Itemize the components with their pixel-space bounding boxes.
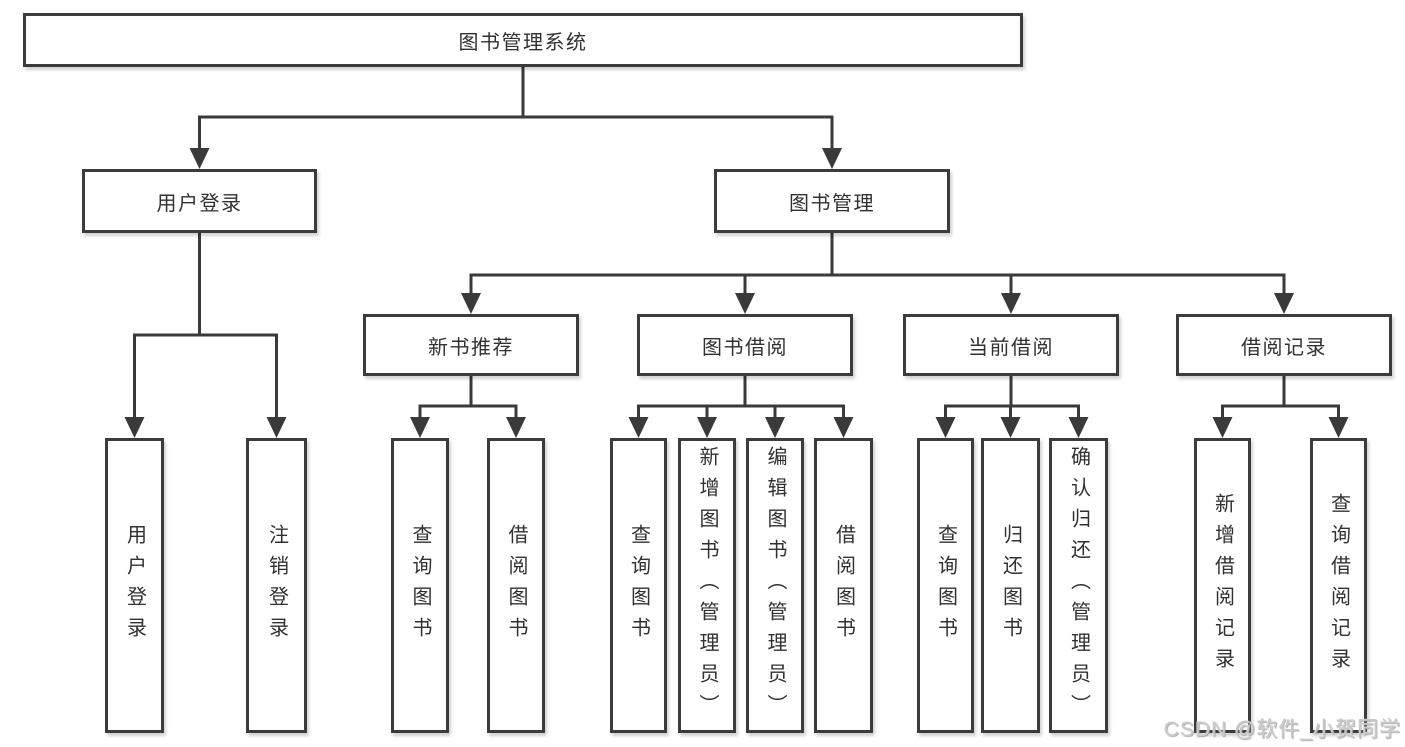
leaf-current-query-book: 查询图书 [917, 438, 974, 733]
node-label: 归还图书 [999, 523, 1022, 648]
leaf-confirm-return-admin: 确认归还（管理员） [1049, 438, 1108, 733]
leaf-borrow-book: 借阅图书 [814, 438, 873, 733]
leaf-logout: 注销登录 [246, 438, 307, 733]
leaf-return-book: 归还图书 [981, 438, 1040, 733]
node-label: 新增借阅记录 [1211, 492, 1234, 679]
node-label: 图书管理系统 [458, 31, 588, 54]
node-label: 查询图书 [409, 523, 431, 648]
node-label: 图书借阅 [702, 336, 788, 359]
node-label: 确认归还（管理员） [1067, 446, 1090, 725]
connector-records-to-leaves [1221, 376, 1340, 422]
node-book-management: 图书管理 [714, 169, 950, 233]
node-user-login: 用户登录 [82, 169, 317, 233]
node-label: 借阅图书 [832, 523, 855, 648]
leaf-edit-book-admin: 编辑图书（管理员） [746, 438, 804, 733]
node-label: 注销登录 [265, 523, 288, 648]
node-borrowing-records: 借阅记录 [1176, 314, 1392, 376]
node-label: 借阅记录 [1241, 336, 1327, 359]
csdn-watermark: CSDN @软件_小贺同学 [1163, 718, 1401, 741]
node-new-book-recommend: 新书推荐 [363, 314, 579, 376]
connector-bookmgmt-to-level3 [469, 233, 1286, 298]
arrowhead-icons [124, 148, 1349, 438]
leaf-user-login: 用户登录 [105, 438, 164, 733]
leaf-add-book-admin: 新增图书（管理员） [678, 438, 736, 733]
leaf-add-borrow-record: 新增借阅记录 [1194, 438, 1251, 733]
node-root-library-system: 图书管理系统 [23, 13, 1023, 67]
leaf-recommend-query-book: 查询图书 [391, 438, 449, 733]
connector-current-to-leaves [944, 376, 1080, 422]
node-label: 新增图书（管理员） [696, 446, 718, 725]
node-label: 新书推荐 [428, 336, 514, 359]
node-label: 查询借阅记录 [1327, 492, 1350, 679]
connector-root-to-level2 [198, 67, 834, 152]
leaf-recommend-borrow-book: 借阅图书 [487, 438, 545, 733]
node-label: 编辑图书（管理员） [764, 446, 786, 725]
node-label: 当前借阅 [968, 336, 1054, 359]
node-book-borrowing: 图书借阅 [637, 314, 853, 376]
node-label: 借阅图书 [505, 523, 527, 648]
node-label: 查询图书 [934, 523, 957, 648]
node-label: 用户登录 [123, 523, 146, 648]
connector-userlogin-to-leaves [133, 233, 278, 422]
node-current-borrowing: 当前借阅 [903, 314, 1119, 376]
leaf-borrowing-query-book: 查询图书 [610, 438, 667, 733]
node-label: 用户登录 [156, 192, 243, 215]
node-label: 查询图书 [627, 523, 650, 648]
leaf-query-borrow-record: 查询借阅记录 [1310, 438, 1367, 733]
connector-borrow-to-leaves [637, 376, 845, 422]
node-label: 图书管理 [789, 192, 875, 215]
connector-newrec-to-leaves [418, 376, 518, 422]
